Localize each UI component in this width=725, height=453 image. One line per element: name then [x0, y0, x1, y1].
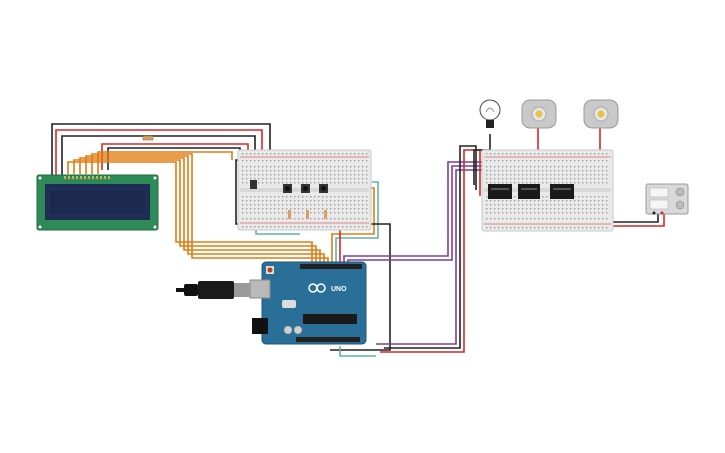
relay-3[interactable] [550, 184, 574, 199]
resistor-2[interactable] [306, 210, 309, 219]
wire-red-right-1[interactable] [380, 149, 481, 353]
arduino-uno[interactable]: UNO [249, 261, 367, 345]
light-bulb-icon[interactable] [479, 99, 501, 128]
pushbutton-2[interactable] [301, 184, 310, 193]
relay-2[interactable] [518, 184, 540, 199]
dc-motor-icon-1[interactable] [521, 99, 557, 129]
wire-red-top-1[interactable] [55, 129, 263, 178]
wire-orange-2[interactable] [73, 159, 317, 262]
wire-red-psu[interactable] [604, 214, 665, 227]
usb-cable-icon[interactable] [176, 281, 250, 299]
power-supply-icon[interactable] [645, 183, 689, 215]
breadboard-right-holes [486, 153, 608, 229]
breadboard-left-holes [242, 153, 368, 228]
breadboard-left[interactable] [237, 149, 372, 231]
wire-orange-7[interactable] [331, 187, 375, 262]
resistor-3[interactable] [324, 210, 327, 219]
usb-port [249, 279, 271, 299]
relay-1[interactable] [488, 184, 512, 199]
wire-black-bulb[interactable] [473, 134, 491, 185]
wire-teal-1[interactable] [335, 181, 379, 262]
resistor-top[interactable] [142, 135, 154, 141]
wire-red-top-2[interactable] [101, 143, 249, 170]
pushbutton-3[interactable] [319, 184, 328, 193]
wire-black-top-1[interactable] [51, 123, 271, 178]
reset-button[interactable] [266, 266, 274, 274]
wire-black-top-2[interactable] [61, 135, 256, 178]
dc-motor-icon-2[interactable] [583, 99, 619, 129]
wire-orange-6[interactable] [97, 151, 233, 174]
breadboard-right[interactable] [481, 149, 614, 232]
sensor-component[interactable] [250, 180, 257, 189]
wire-orange-4[interactable] [85, 155, 325, 262]
arduino-logo [308, 283, 326, 293]
pushbutton-1[interactable] [283, 184, 292, 193]
arduino-model-label: UNO [331, 286, 347, 293]
wire-black-right[interactable] [384, 145, 477, 349]
power-jack [252, 318, 268, 334]
wires [51, 123, 665, 357]
wire-orange-3[interactable] [79, 157, 321, 262]
wire-orange-5[interactable] [91, 153, 329, 262]
resistor-1[interactable] [288, 210, 291, 219]
atmega-chip [303, 314, 357, 324]
wire-teal-3[interactable] [339, 346, 376, 357]
lcd-16x2[interactable] [36, 174, 159, 231]
wire-black-psu[interactable] [608, 214, 659, 223]
lcd-pin-header [64, 176, 110, 179]
